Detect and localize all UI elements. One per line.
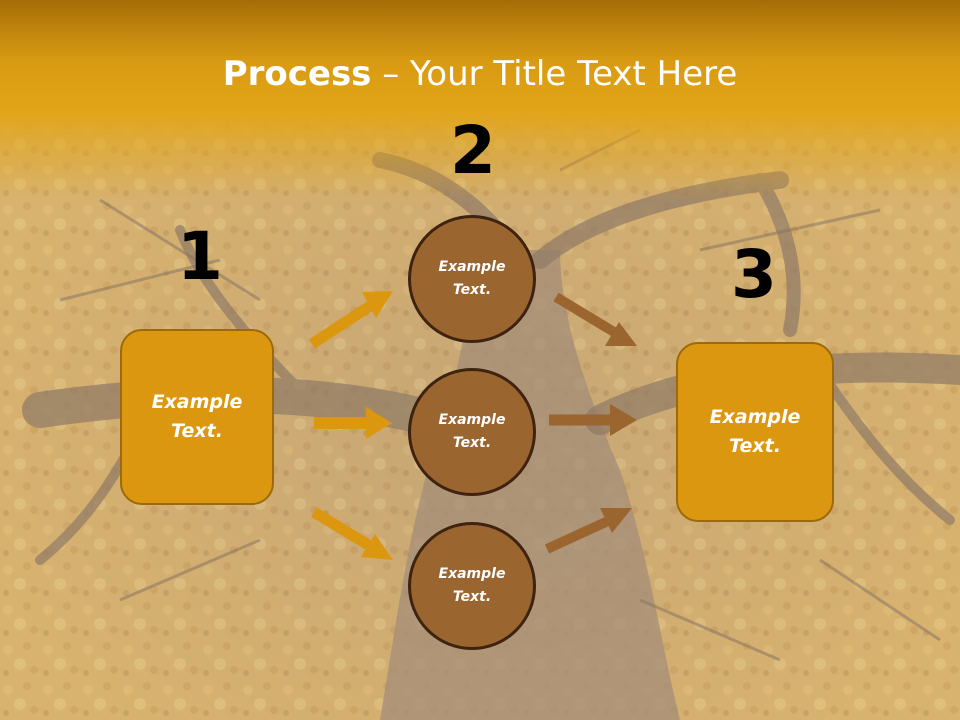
left-step-box: Example Text. [120, 329, 274, 505]
slide-title: Process – Your Title Text Here [0, 52, 960, 96]
arrow-left-to-middle [314, 407, 392, 439]
circle-bottom-text: Example Text. [438, 566, 506, 605]
left-step-box-text: Example Text. [151, 391, 243, 442]
title-band [0, 0, 960, 200]
right-step-box-text: Example Text. [709, 406, 801, 457]
circle-top: Example Text. [408, 215, 536, 343]
circle-middle-text: Example Text. [438, 412, 506, 451]
right-step-box: Example Text. [676, 342, 834, 522]
title-rest: – Your Title Text Here [371, 54, 738, 94]
arrow-left-to-bottom [311, 507, 393, 560]
circle-middle: Example Text. [408, 368, 536, 496]
step-number-2: 2 [450, 112, 496, 189]
arrow-bottom-to-right [544, 508, 632, 554]
arrow-middle-to-right [549, 404, 637, 436]
arrow-left-to-top [308, 291, 393, 349]
step-number-1: 1 [177, 218, 223, 295]
title-bold: Process [222, 54, 372, 94]
circle-bottom: Example Text. [408, 522, 536, 650]
step-number-3: 3 [731, 236, 777, 313]
circle-top-text: Example Text. [438, 259, 506, 298]
arrow-top-to-right [553, 292, 637, 346]
